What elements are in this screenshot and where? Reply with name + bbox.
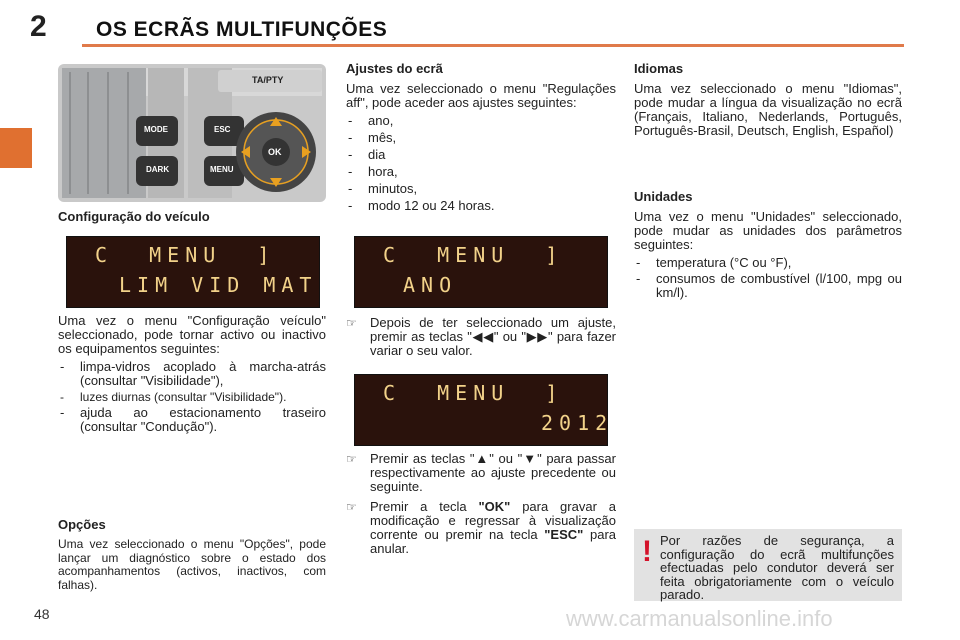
adjust-instructions-1: Depois de ter seleccionado um ajuste, pr… [346, 316, 616, 358]
dark-button-label: DARK [146, 165, 170, 174]
units-title: Unidades [634, 189, 693, 204]
chapter-title: OS ECRÃS MULTIFUNÇÕES [96, 18, 388, 41]
warning-icon: ! [642, 535, 652, 568]
list-item: Premir as teclas "▲" ou "▼" para passar … [346, 452, 616, 494]
vehicle-config-list: limpa-vidros acoplado à marcha-atrás (co… [58, 360, 326, 434]
list-item: hora, [346, 165, 616, 180]
display-screen-year: C MENU ] ANO [354, 236, 608, 308]
menu-button-label: MENU [210, 165, 234, 174]
chapter-side-tab [0, 128, 32, 168]
warning-text: Por razões de segurança, a configuração … [660, 533, 894, 602]
mode-button-label: MODE [144, 125, 168, 134]
ok-key-ref: "OK" [478, 499, 511, 514]
ta-pty-label: TA/PTY [252, 75, 284, 85]
watermark: www.carmanualsonline.info [566, 606, 833, 631]
list-item: minutos, [346, 182, 616, 197]
screen-row-1: C MENU ] [95, 243, 276, 267]
text-segment: para anular. [370, 527, 616, 556]
list-item: modo 12 ou 24 horas. [346, 199, 616, 214]
screen-row-1: C MENU ] [383, 243, 564, 267]
page-number: 48 [34, 606, 50, 622]
list-item: temperatura (°C ou °F), [634, 256, 902, 271]
text-segment: Premir a tecla [370, 499, 479, 514]
chapter-number: 2 [30, 10, 47, 43]
list-item: luzes diurnas (consultar "Visibilidade")… [58, 390, 326, 404]
list-item: Premir a tecla "OK" para gravar a modifi… [346, 500, 616, 556]
header-rule [82, 44, 904, 47]
screen-settings-title: Ajustes do ecrã [346, 61, 443, 76]
display-screen-vehicle: C MENU ] LIM VID MAT [66, 236, 320, 308]
units-list: temperatura (°C ou °F), consumos de comb… [634, 256, 902, 300]
display-screen-value: C MENU ] 2012 [354, 374, 608, 446]
screen-settings-intro: Uma vez seleccionado o menu "Regulações … [346, 81, 616, 110]
adjust-instructions-2: Premir as teclas "▲" ou "▼" para passar … [346, 452, 616, 556]
control-panel-photo: MODE DARK ESC MENU OK TA/PTY [58, 64, 326, 202]
list-item: dia [346, 148, 616, 163]
list-item: limpa-vidros acoplado à marcha-atrás (co… [58, 360, 326, 388]
ok-button-label: OK [268, 147, 282, 157]
screen-settings-list: ano, mês, dia hora, minutos, modo 12 ou … [346, 114, 616, 214]
list-item: ano, [346, 114, 616, 129]
text-segment: para gravar a modificação e regressar à … [370, 499, 616, 542]
esc-button-label: ESC [214, 125, 231, 134]
screen-row-2: LIM VID MAT [119, 273, 318, 297]
languages-text: Uma vez seleccionado o menu "Idiomas", p… [634, 81, 902, 138]
units-text: Uma vez o menu "Unidades" seleccionado, … [634, 209, 902, 252]
vehicle-config-caption: Configuração do veículo [58, 209, 210, 224]
options-text: Uma vez seleccionado o menu "Opções", po… [58, 537, 326, 592]
safety-warning-box: ! Por razões de segurança, a configuraçã… [634, 529, 902, 601]
screen-row-2: 2012 [541, 411, 614, 435]
languages-title: Idiomas [634, 61, 684, 76]
list-item: consumos de combustível (l/100, mpg ou k… [634, 272, 902, 300]
esc-key-ref: "ESC" [544, 527, 584, 542]
list-item: Depois de ter seleccionado um ajuste, pr… [346, 316, 616, 358]
screen-row-1: C MENU ] [383, 381, 564, 405]
list-item: mês, [346, 131, 616, 146]
vehicle-config-intro: Uma vez o menu "Configuração veículo" se… [58, 313, 326, 356]
screen-row-2: ANO [403, 273, 458, 297]
list-item: ajuda ao estacionamento traseiro (consul… [58, 406, 326, 434]
options-title: Opções [58, 517, 106, 532]
